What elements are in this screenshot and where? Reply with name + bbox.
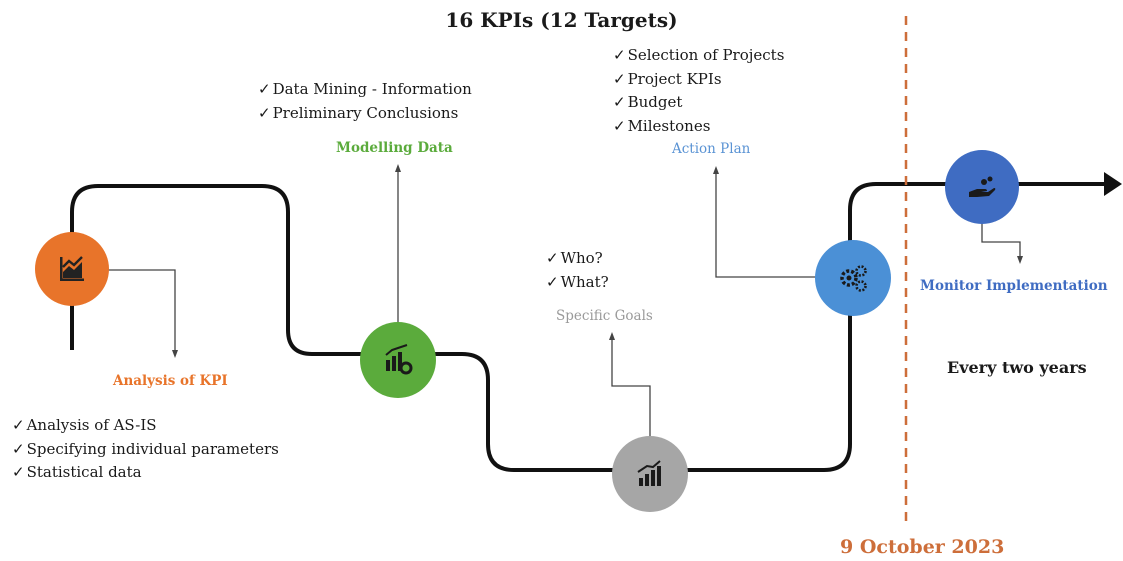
checklist-item: Project KPIs — [613, 68, 784, 92]
checklist-item: Selection of Projects — [613, 44, 785, 68]
analysis-connector — [106, 269, 176, 352]
modelling-node — [360, 322, 436, 398]
analysis-label: Analysis of KPI — [113, 373, 228, 389]
goals-connector — [611, 338, 651, 440]
line-chart-icon — [60, 256, 84, 281]
monitor-label: Monitor Implementation — [920, 278, 1108, 294]
checklist-item: Statistical data — [12, 461, 279, 485]
checklist-item: Data Mining - Information — [258, 78, 472, 102]
roadmap-arrowhead — [1104, 172, 1122, 196]
roadmap-path — [70, 182, 1108, 472]
checklist-item: What? — [546, 271, 609, 295]
checklist-item: Preliminary Conclusions — [258, 102, 472, 126]
action-node — [815, 240, 891, 316]
monitor-connector — [981, 214, 1021, 258]
growth-chart-icon — [637, 460, 661, 486]
analysis-node — [35, 232, 109, 306]
checklist-item: Analysis of AS-IS — [12, 414, 279, 438]
goals-label: Specific Goals — [556, 308, 653, 324]
deadline-date: 9 October 2023 — [840, 536, 1005, 558]
frequency-note: Every two years — [947, 358, 1087, 377]
checklist-item: Milestones — [613, 115, 784, 139]
checklist-item: Budget — [613, 91, 784, 115]
modelling-label: Modelling Data — [336, 140, 453, 156]
bar-chart-gear-icon — [385, 344, 413, 375]
goals-checklist: Who? What? — [546, 247, 609, 294]
page-title: 16 KPIs (12 Targets) — [445, 8, 678, 32]
action-checklist: Selection of Projects Project KPIs Budge… — [613, 44, 785, 139]
action-connector — [715, 172, 818, 278]
goals-node — [612, 436, 688, 512]
analysis-checklist: Analysis of AS-IS Specifying individual … — [12, 414, 279, 485]
monitor-node — [945, 150, 1019, 224]
gears-icon — [840, 265, 867, 292]
checklist-item: Who? — [546, 247, 609, 271]
action-label: Action Plan — [672, 141, 751, 157]
hand-coins-icon — [969, 176, 996, 197]
checklist-item: Specifying individual parameters — [12, 438, 279, 462]
modelling-checklist: Data Mining - Information Preliminary Co… — [258, 78, 472, 125]
